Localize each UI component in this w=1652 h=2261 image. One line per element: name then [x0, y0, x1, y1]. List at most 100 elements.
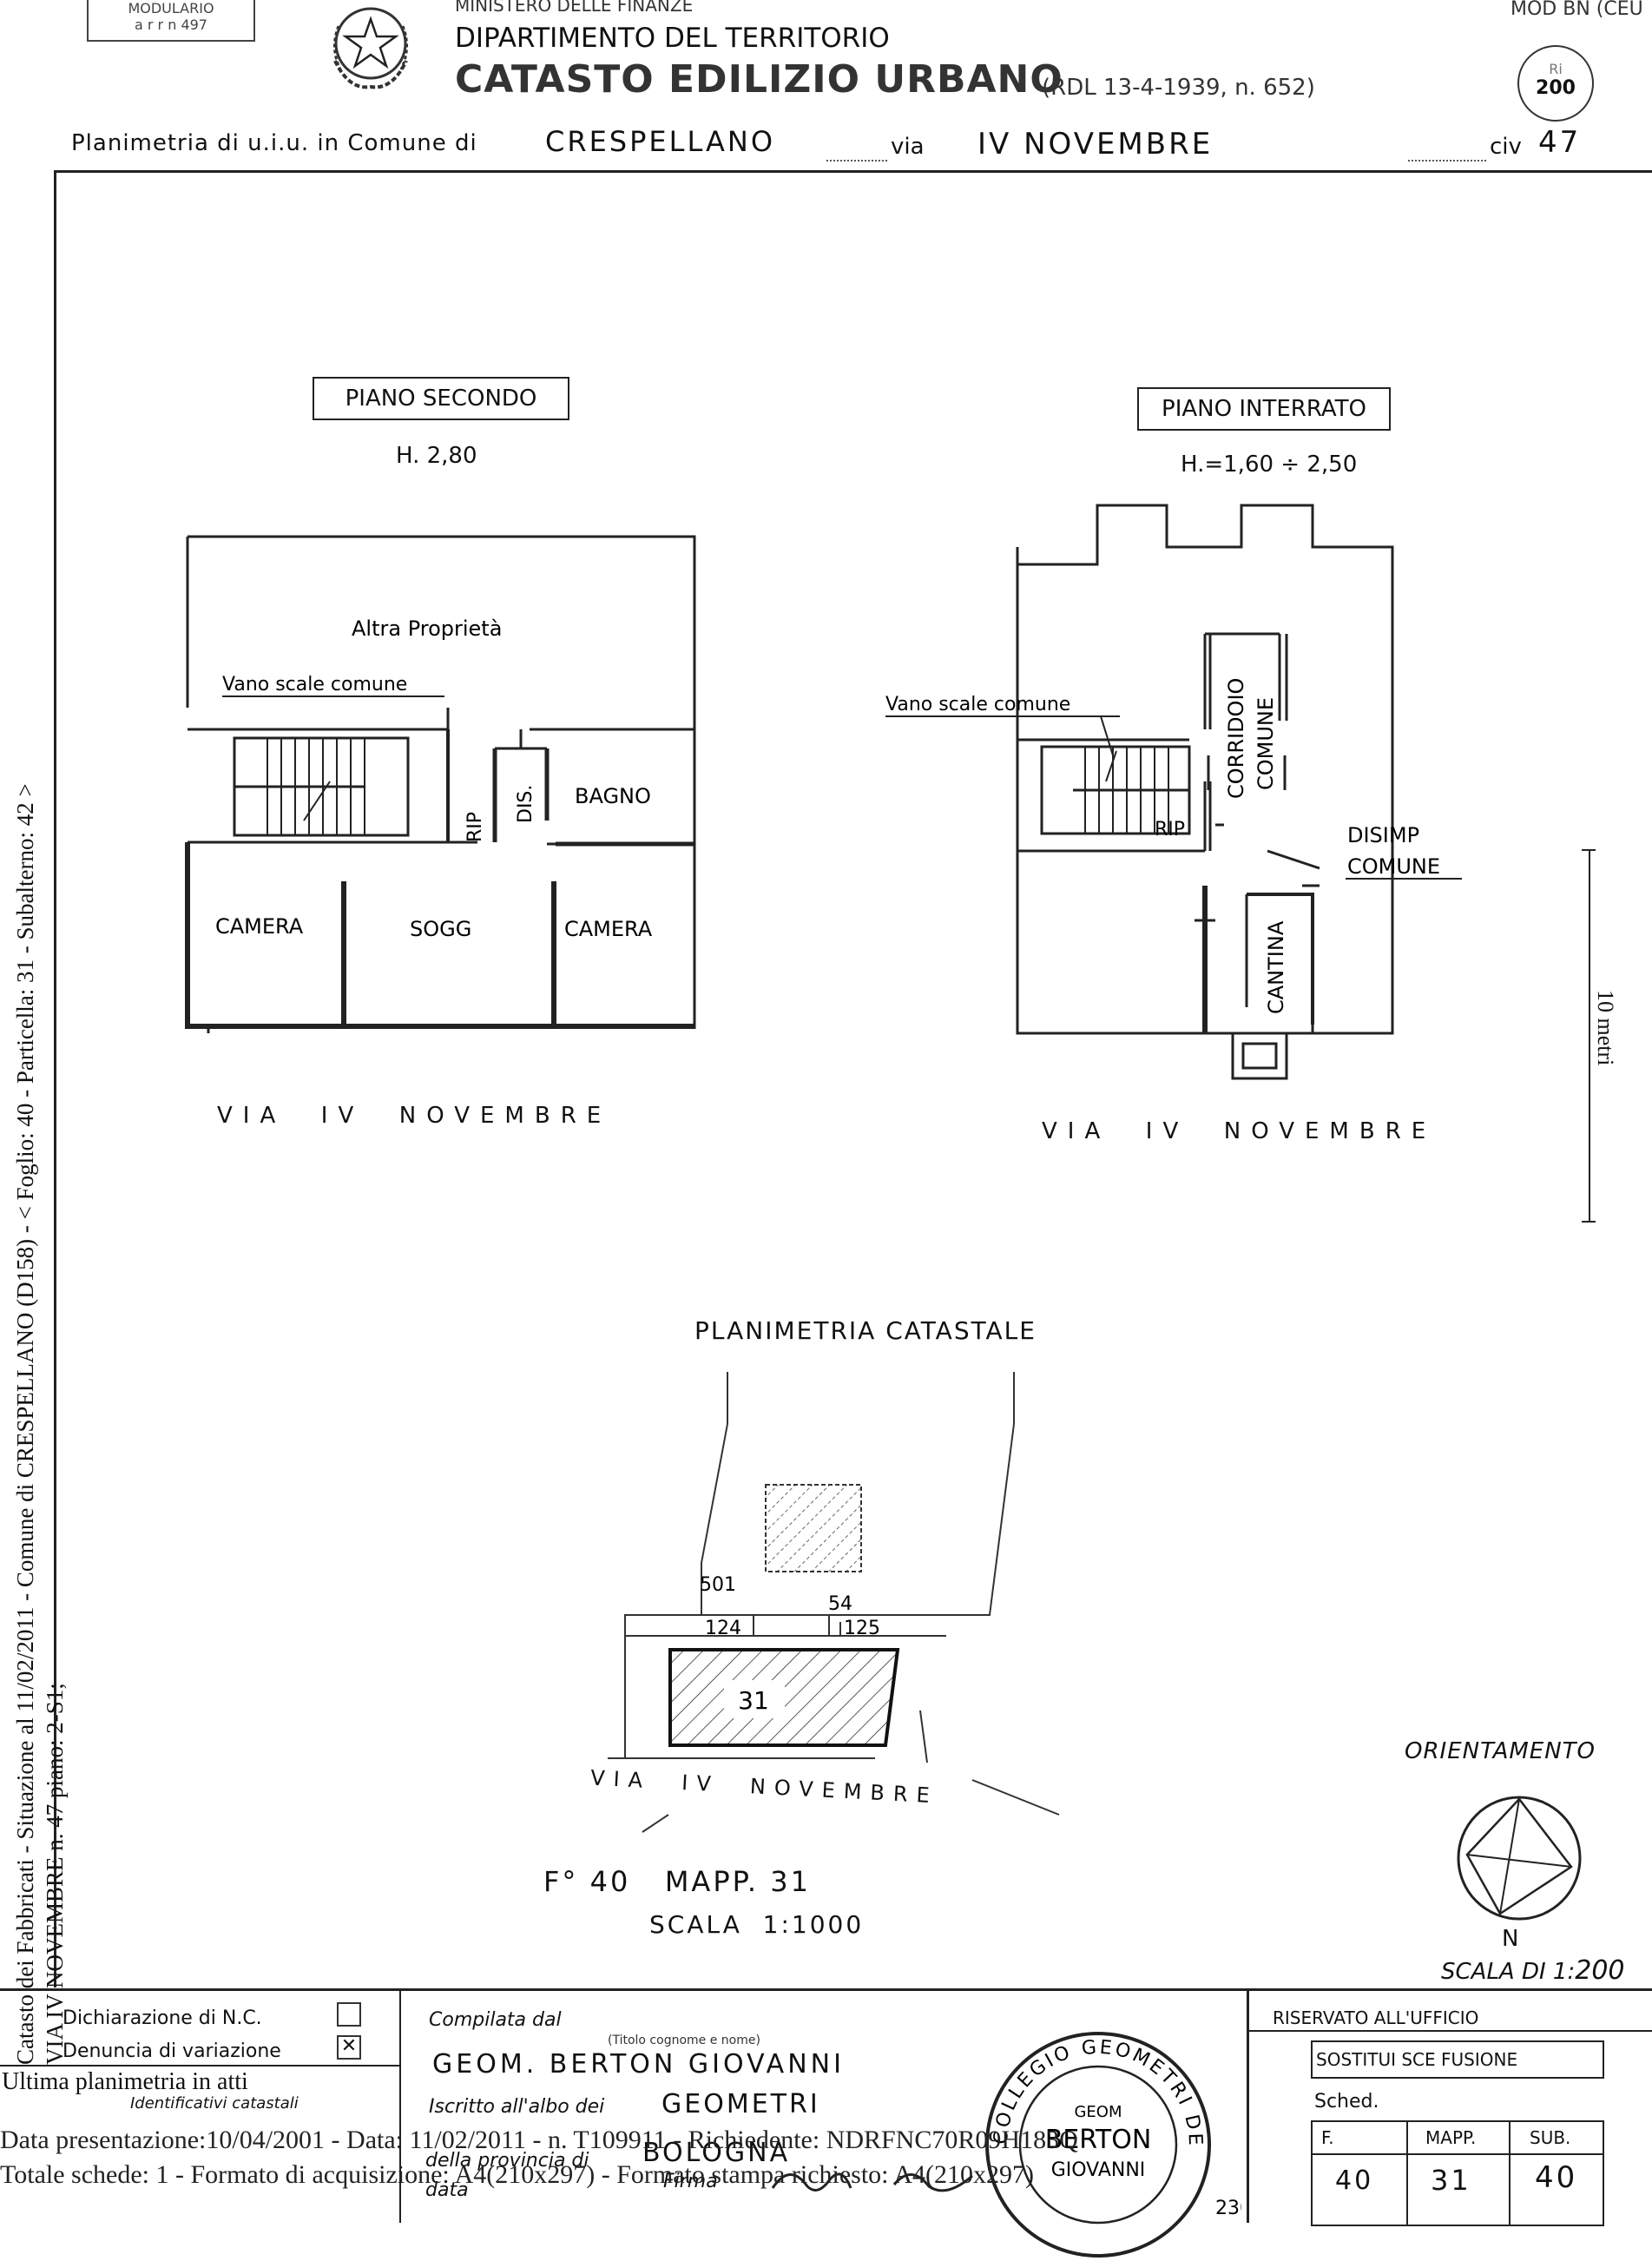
vano-scale-label-2: Vano scale comune — [222, 674, 407, 695]
scale-bar-label: 10 metri — [1593, 990, 1618, 1066]
id-table: F. MAPP. SUB. 40 31 40 — [1311, 2120, 1604, 2226]
albo-value: GEOMETRI — [661, 2089, 820, 2119]
parcel-54: 54 — [828, 1593, 852, 1615]
main-frame — [54, 170, 1652, 1987]
bagno-label: BAGNO — [575, 784, 651, 808]
north-label: N — [1502, 1926, 1519, 1952]
basement-height: H.=1,60 ÷ 2,50 — [1181, 452, 1358, 478]
dis-label: DIS. — [515, 785, 536, 823]
catastale-foglio: F° 40 MAPP. 31 — [543, 1865, 811, 1898]
identificativi-label: Identificativi catastali — [130, 2094, 299, 2113]
stamp-number: 2302 — [1215, 2198, 1241, 2219]
provincia-value: BOLOGNA — [642, 2138, 791, 2168]
rdl-reference: (RDL 13-4-1939, n. 652) — [1042, 75, 1315, 101]
compilatore-name: GEOM. BERTON GIOVANNI — [432, 2049, 845, 2080]
disimp-comune-label: COMUNE — [1347, 854, 1440, 879]
camera-left-label: CAMERA — [215, 914, 304, 939]
parcel-125: 125 — [844, 1618, 880, 1639]
ri-circle: Ri 200 — [1517, 45, 1594, 122]
firma-label: Firma — [663, 2171, 718, 2192]
scala-orientamento: SCALA DI 1:200 — [1441, 1955, 1625, 1986]
scale-bar-tick-top — [1582, 849, 1596, 851]
scala-value: 200 — [1575, 1955, 1625, 1986]
catastale-title: PLANIMETRIA CATASTALE — [694, 1316, 1037, 1345]
disimp-label: DISIMP — [1347, 823, 1419, 847]
vertical-catasto-text: Catasto dei Fabbricati - Situazione al 1… — [12, 783, 38, 2065]
cell-mapp: 31 — [1431, 2164, 1471, 2197]
riservato-label: RISERVATO ALL'UFFICIO — [1273, 2007, 1479, 2028]
parcel-501: 501 — [700, 1574, 736, 1596]
catastale-scala: SCALA 1:1000 — [649, 1910, 865, 1939]
planimetria-line: Planimetria di u.i.u. in Comune di CRESP… — [71, 125, 1652, 168]
cell-sub: 40 — [1535, 2160, 1578, 2195]
mod-code: MOD BN (CEU — [1510, 0, 1643, 20]
cell-f: 40 — [1335, 2165, 1374, 2196]
planimetria-prefix: Planimetria di u.i.u. in Comune di — [71, 130, 477, 156]
corridoio-label: CORRIDOIO — [1224, 678, 1248, 799]
titolo-small: (Titolo cognome e nome) — [608, 2034, 760, 2047]
scale-bar-line — [1589, 849, 1590, 1223]
corridoio-comune-label: COMUNE — [1254, 697, 1278, 790]
rip-label-2: RIP — [464, 812, 486, 842]
vano-scale-label-b: Vano scale comune — [885, 694, 1070, 715]
totale-schede: Totale schede: 1 - Formato di acquisizio… — [0, 2160, 1034, 2189]
iscritto-label: Iscritto all'albo dei — [429, 2096, 605, 2118]
scale-bar-tick-bottom — [1582, 1221, 1596, 1223]
dichiarazione-checkbox[interactable] — [337, 2002, 361, 2027]
department-name: DIPARTIMENTO DEL TERRITORIO — [455, 23, 890, 54]
col-mapp-header: MAPP. — [1425, 2127, 1477, 2148]
catastale-map: 501 54 124 125 31 — [608, 1372, 1060, 1833]
second-floor-height: H. 2,80 — [396, 443, 477, 469]
sostituisce-label: SOSTITUI SCE FUSIONE — [1316, 2049, 1518, 2070]
stamp-name: BERTON — [1045, 2125, 1152, 2155]
footer-left-rule — [0, 2065, 399, 2067]
camera-right-label: CAMERA — [564, 917, 653, 941]
ultima-planimetria: Ultima planimetria in atti — [2, 2068, 248, 2095]
compass-icon — [1457, 1796, 1582, 1921]
basement-title-box: PIANO INTERRATO — [1137, 387, 1391, 431]
catasto-title: CATASTO EDILIZIO URBANO — [455, 57, 1063, 102]
sched-label: Sched. — [1314, 2091, 1379, 2113]
basement-street: VIA IV NOVEMBRE — [1042, 1118, 1437, 1144]
footer-top-line — [0, 1988, 1652, 1991]
col-sub-header: SUB. — [1530, 2127, 1571, 2148]
signature-mark — [771, 2172, 973, 2192]
ministry-name: MINISTERO DELLE FINANZE — [455, 0, 694, 16]
vertical-address-text: VIA IV NOVEMBRE n. 47 piano: 2-S1; — [42, 1683, 68, 2065]
modulario-number: a r r n 497 — [135, 16, 207, 33]
data-presentazione: Data presentazione:10/04/2001 - Data: 11… — [0, 2126, 1078, 2154]
riservato-rule — [1247, 2030, 1652, 2032]
civ-value: 47 — [1538, 125, 1582, 160]
sogg-label: SOGG — [410, 917, 471, 941]
second-floor-title: PIANO SECONDO — [345, 386, 537, 412]
data-label: data — [425, 2179, 469, 2201]
modulario-box: MODULARIO a r r n 497 — [87, 0, 255, 42]
scala-prefix: SCALA DI 1: — [1441, 1959, 1576, 1985]
rip-label-b: RIP — [1155, 819, 1185, 840]
stamp-first: GIOVANNI — [1051, 2159, 1146, 2181]
ri-label: Ri — [1549, 61, 1563, 77]
dichiarazione-label: Dichiarazione di N.C. — [63, 2007, 262, 2029]
footer-divider-2 — [1247, 1988, 1249, 2223]
ri-number: 200 — [1536, 77, 1576, 99]
col-f-header: F. — [1321, 2127, 1334, 2148]
second-floor-street: VIA IV NOVEMBRE — [217, 1103, 612, 1129]
second-floor-plan: Altra Proprietà Vano scale comune RIP DI… — [185, 535, 696, 1033]
civ-label: civ — [1490, 134, 1522, 160]
via-value: IV NOVEMBRE — [977, 127, 1214, 162]
compilata-label: Compilata dal — [429, 2009, 562, 2031]
footer-divider-1 — [399, 1988, 401, 2223]
sostituisce-box: SOSTITUI SCE FUSIONE — [1311, 2040, 1604, 2079]
denuncia-label: Denuncia di variazione — [63, 2040, 281, 2062]
parcel-124: 124 — [705, 1618, 741, 1639]
modulario-label: MODULARIO — [128, 0, 214, 16]
basement-plan: Vano scale comune CORRIDOIO COMUNE RIP D… — [885, 504, 1462, 1080]
denuncia-checkbox[interactable]: ✕ — [337, 2035, 361, 2060]
basement-title: PIANO INTERRATO — [1162, 396, 1366, 422]
cantina-label: CANTINA — [1264, 920, 1288, 1014]
provincia-label: della provincia di — [425, 2150, 589, 2172]
comune-value: CRESPELLANO — [545, 125, 776, 158]
second-floor-title-box: PIANO SECONDO — [313, 377, 569, 420]
stamp-geom: GEOM — [1074, 2103, 1122, 2121]
parcel-31: 31 — [738, 1686, 769, 1715]
